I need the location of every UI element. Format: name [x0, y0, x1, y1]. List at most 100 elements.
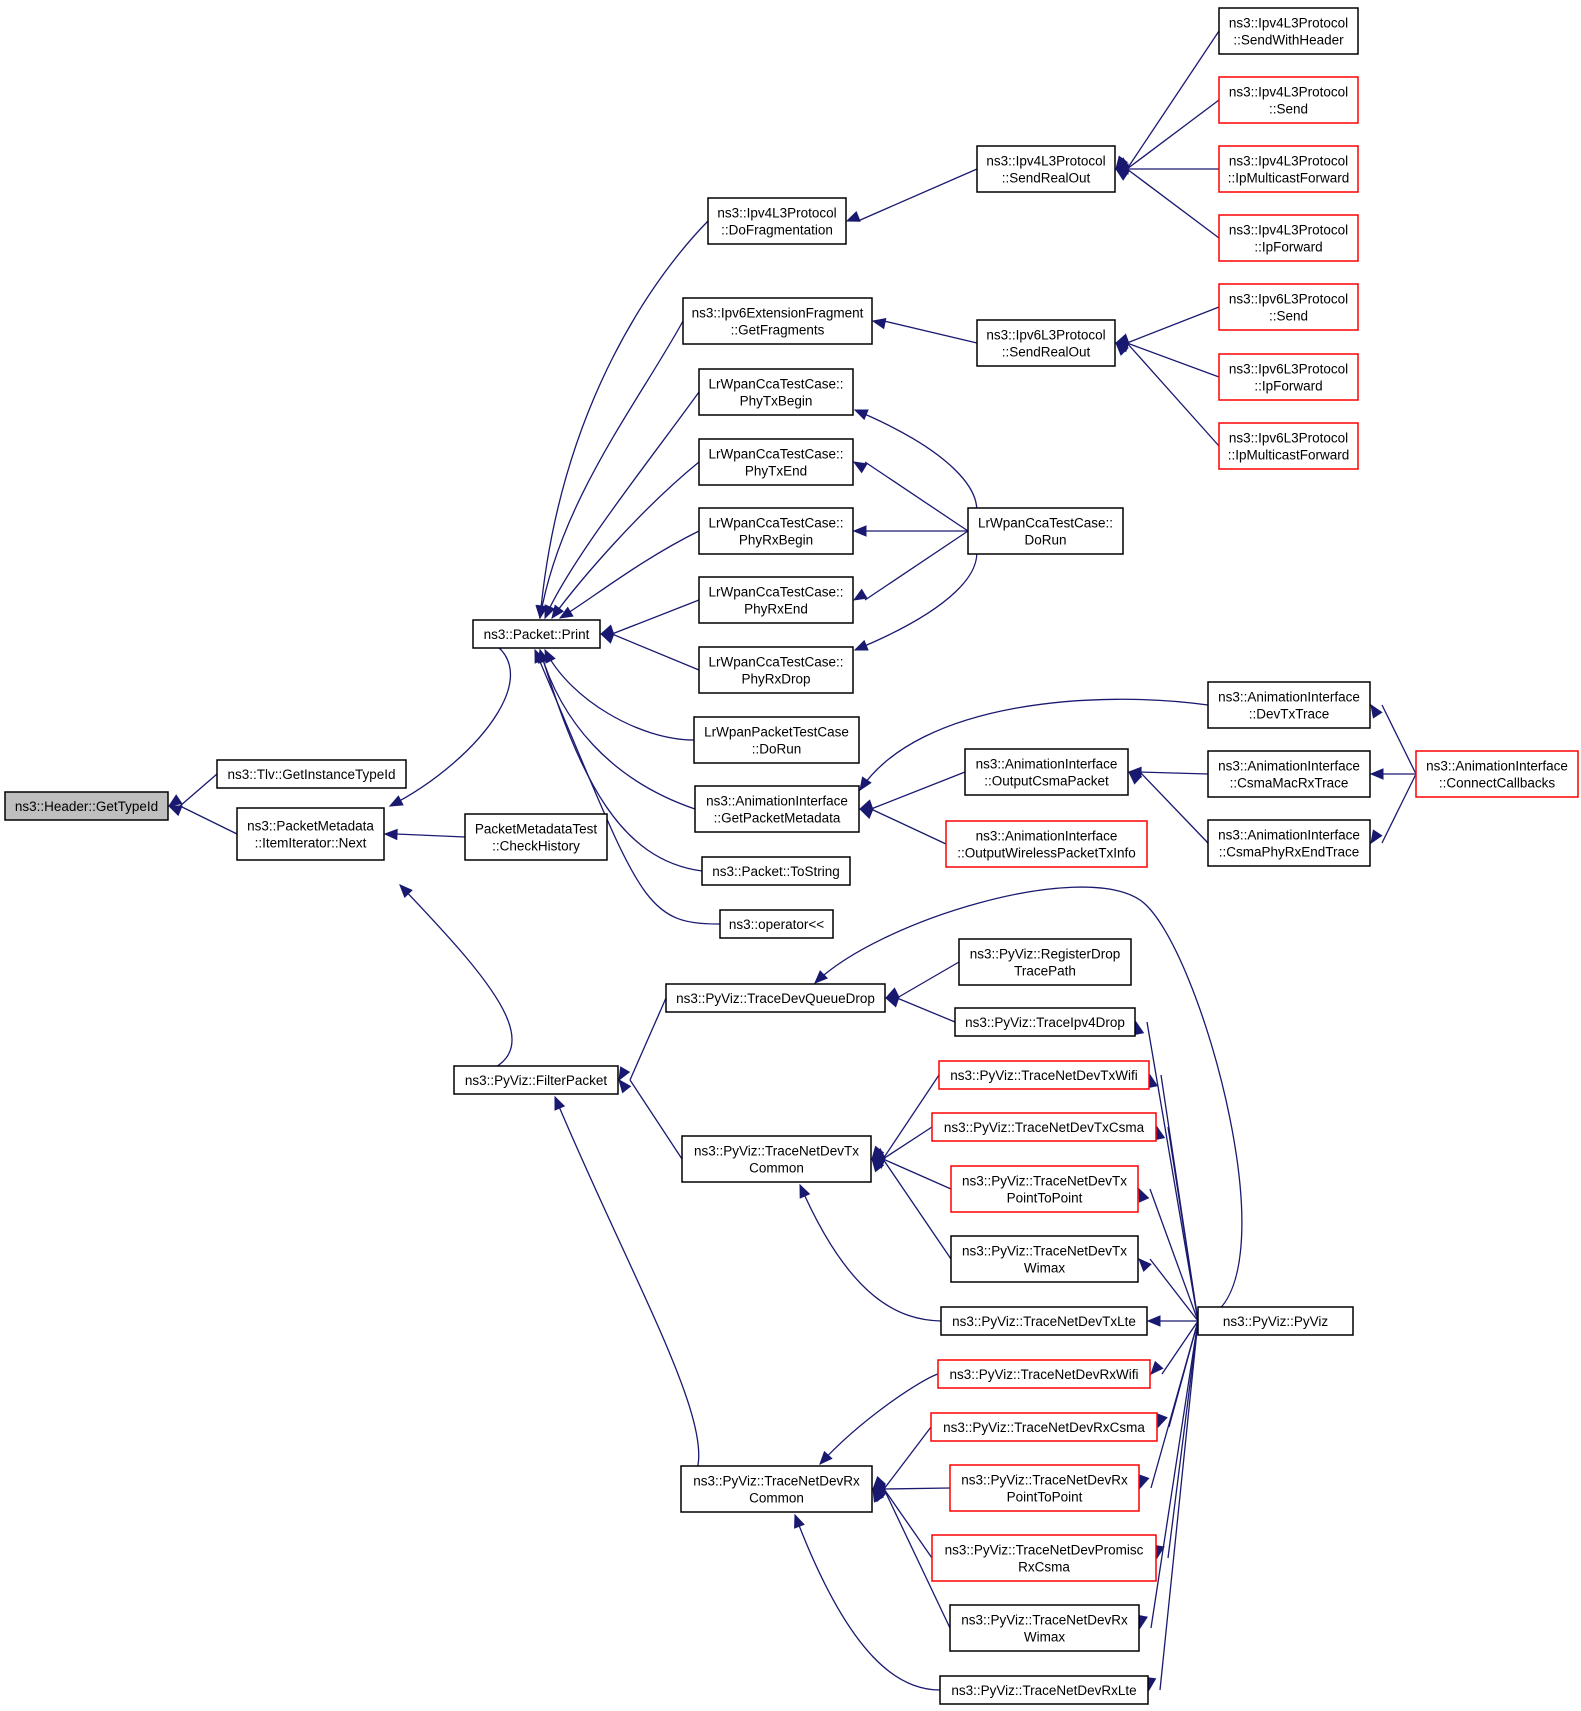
- node-label-line: DoRun: [1024, 533, 1066, 548]
- node-box: [1218, 353, 1359, 401]
- node-getpktmeta[interactable]: ns3::AnimationInterface::GetPacketMetada…: [694, 785, 860, 833]
- node-label-line: ns3::PyViz::TraceNetDevRxWifi: [949, 1367, 1138, 1382]
- node-label-line: ns3::Ipv6L3Protocol: [1229, 362, 1348, 377]
- node-label-line: ::GetPacketMetadata: [714, 811, 841, 826]
- node-label-line: ns3::AnimationInterface: [976, 829, 1118, 844]
- node-box: [976, 145, 1116, 193]
- node-rxlte[interactable]: ns3::PyViz::TraceNetDevRxLte: [939, 1675, 1149, 1705]
- node-phyrxbegin[interactable]: LrWpanCcaTestCase::PhyRxBegin: [698, 507, 854, 555]
- node-box: [945, 820, 1148, 868]
- node-box: [931, 1112, 1157, 1142]
- arrowhead-n_txwimax-to-n_txcommon: [871, 1157, 885, 1173]
- edge-n_pyviz-to-n_rxwimax: [1150, 1320, 1199, 1629]
- node-ipv4drop[interactable]: ns3::PyViz::TraceIpv4Drop: [954, 1007, 1136, 1037]
- node-tlv[interactable]: ns3::Tlv::GetInstanceTypeId: [216, 759, 407, 789]
- node-label-line: ns3::PyViz::TraceNetDevPromisc: [945, 1543, 1144, 1558]
- edge-n_rxp2p-to-n_rxcommon: [883, 1487, 951, 1490]
- node-pyviz[interactable]: ns3::PyViz::PyViz: [1197, 1306, 1354, 1336]
- node-sendrealout6[interactable]: ns3::Ipv6L3Protocol::SendRealOut: [976, 319, 1116, 367]
- node-send6[interactable]: ns3::Ipv6L3Protocol::Send: [1218, 283, 1359, 331]
- arrowhead-n_rxp2p-to-n_rxcommon: [871, 1483, 886, 1495]
- node-ipfwd4[interactable]: ns3::Ipv4L3Protocol::IpForward: [1218, 214, 1359, 262]
- node-lrpkt[interactable]: LrWpanPacketTestCase::DoRun: [693, 716, 860, 764]
- node-box: [949, 1604, 1140, 1652]
- node-label-line: ns3::AnimationInterface: [1426, 759, 1568, 774]
- node-box: [472, 619, 601, 649]
- node-getfrag[interactable]: ns3::Ipv6ExtensionFragment::GetFragments: [682, 297, 873, 345]
- edge-n_csmaphyrx-to-n_outcsma: [1139, 771, 1209, 844]
- node-label-line: ::CheckHistory: [492, 839, 580, 854]
- node-lrccadorun[interactable]: LrWpanCcaTestCase::DoRun: [967, 507, 1124, 555]
- node-txlte[interactable]: ns3::PyViz::TraceNetDevTxLte: [940, 1306, 1148, 1336]
- node-txwifi[interactable]: ns3::PyViz::TraceNetDevTxWifi: [938, 1060, 1150, 1090]
- arrowhead-n_tlv-to-n_header: [167, 794, 183, 807]
- arrowhead-n_ipmcast6-to-n_sendrealout6: [1115, 342, 1129, 356]
- edge-n_connect-to-n_csmaphyrx: [1381, 773, 1417, 844]
- edge-n_txwifi-to-n_txcommon: [882, 1074, 940, 1160]
- node-rxcsma[interactable]: ns3::PyViz::TraceNetDevRxCsma: [930, 1412, 1158, 1442]
- node-csmaphyrx[interactable]: ns3::AnimationInterface::CsmaPhyRxEndTra…: [1207, 819, 1371, 867]
- node-phytxend[interactable]: LrWpanCcaTestCase::PhyTxEnd: [698, 438, 854, 486]
- node-box: [954, 1007, 1136, 1037]
- node-label-line: ns3::PyViz::TraceNetDevTx: [962, 1244, 1127, 1259]
- node-label-line: ns3::PyViz::TraceNetDevTxCsma: [944, 1120, 1145, 1135]
- node-pmtest[interactable]: PacketMetadataTest::CheckHistory: [464, 813, 608, 861]
- node-sendrealout4[interactable]: ns3::Ipv4L3Protocol::SendRealOut: [976, 145, 1116, 193]
- node-phyrxend[interactable]: LrWpanCcaTestCase::PhyRxEnd: [698, 576, 854, 624]
- node-box: [682, 297, 873, 345]
- node-label-line: Wimax: [1024, 1630, 1065, 1645]
- node-label-line: ns3::AnimationInterface: [1218, 828, 1360, 843]
- node-phyrxdrop[interactable]: LrWpanCcaTestCase::PhyRxDrop: [698, 646, 854, 694]
- node-label-line: ::Send: [1269, 309, 1308, 324]
- node-ipfwd6[interactable]: ns3::Ipv6L3Protocol::IpForward: [1218, 353, 1359, 401]
- node-label-line: PhyTxEnd: [745, 464, 807, 479]
- arrowhead-n_pyviz-to-n_txlte: [1146, 1315, 1161, 1327]
- node-label-line: ns3::AnimationInterface: [1218, 690, 1360, 705]
- node-operator[interactable]: ns3::operator<<: [719, 909, 834, 939]
- node-box: [939, 1675, 1149, 1705]
- node-ipmcast6[interactable]: ns3::Ipv6L3Protocol::IpMulticastForward: [1218, 422, 1359, 470]
- edge-n_txp2p-to-n_txcommon: [882, 1158, 952, 1190]
- node-box: [1207, 819, 1371, 867]
- arrowhead-n_outcsma-to-n_getpktmeta: [858, 799, 874, 811]
- arrowhead-n_lrccadorun-to-n_phyrxend: [852, 588, 868, 601]
- edge-n_outwireless-to-n_getpktmeta: [870, 808, 947, 845]
- node-label-line: ns3::PyViz::PyViz: [1223, 1314, 1329, 1329]
- node-label-line: ns3::Ipv4L3Protocol: [1229, 154, 1348, 169]
- node-header[interactable]: ns3::Header::GetTypeId: [4, 791, 169, 821]
- node-outwireless[interactable]: ns3::AnimationInterface::OutputWirelessP…: [945, 820, 1148, 868]
- node-pmnext[interactable]: ns3::PacketMetadata::ItemIterator::Next: [236, 807, 385, 861]
- node-label-line: LrWpanPacketTestCase: [704, 725, 849, 740]
- arrowhead-n_pyviz-to-n_txwimax: [1138, 1258, 1152, 1273]
- node-devtx[interactable]: ns3::AnimationInterface::DevTxTrace: [1207, 681, 1371, 729]
- node-tostring[interactable]: ns3::Packet::ToString: [701, 856, 851, 886]
- node-dofrag[interactable]: ns3::Ipv4L3Protocol::DoFragmentation: [707, 197, 847, 245]
- edge-n_filter-to-n_pmnext: [399, 884, 513, 1081]
- node-label-line: PhyRxDrop: [741, 672, 810, 687]
- edge-n_rxcsma-to-n_rxcommon: [883, 1426, 932, 1490]
- node-print[interactable]: ns3::Packet::Print: [472, 619, 601, 649]
- node-phytxbegin[interactable]: LrWpanCcaTestCase::PhyTxBegin: [698, 368, 854, 416]
- node-box: [216, 759, 407, 789]
- node-devqueuedrop[interactable]: ns3::PyViz::TraceDevQueueDrop: [665, 983, 886, 1013]
- edge-n_csmamacrx-to-n_outcsma: [1139, 771, 1209, 775]
- node-ipmcast4[interactable]: ns3::Ipv4L3Protocol::IpMulticastForward: [1218, 145, 1359, 193]
- edge-n_ipmcast6-to-n_sendrealout6: [1126, 342, 1220, 447]
- node-connect[interactable]: ns3::AnimationInterface::ConnectCallback…: [1415, 750, 1579, 798]
- node-label-line: LrWpanCcaTestCase::: [978, 516, 1113, 531]
- node-csmamacrx[interactable]: ns3::AnimationInterface::CsmaMacRxTrace: [1207, 750, 1371, 798]
- node-rxwifi[interactable]: ns3::PyViz::TraceNetDevRxWifi: [937, 1359, 1151, 1389]
- node-outcsma[interactable]: ns3::AnimationInterface::OutputCsmaPacke…: [964, 748, 1129, 796]
- node-sendwithheader[interactable]: ns3::Ipv4L3Protocol::SendWithHeader: [1218, 7, 1359, 55]
- node-filter[interactable]: ns3::PyViz::FilterPacket: [453, 1065, 619, 1095]
- node-txcsma[interactable]: ns3::PyViz::TraceNetDevTxCsma: [931, 1112, 1157, 1142]
- node-send4[interactable]: ns3::Ipv4L3Protocol::Send: [1218, 76, 1359, 124]
